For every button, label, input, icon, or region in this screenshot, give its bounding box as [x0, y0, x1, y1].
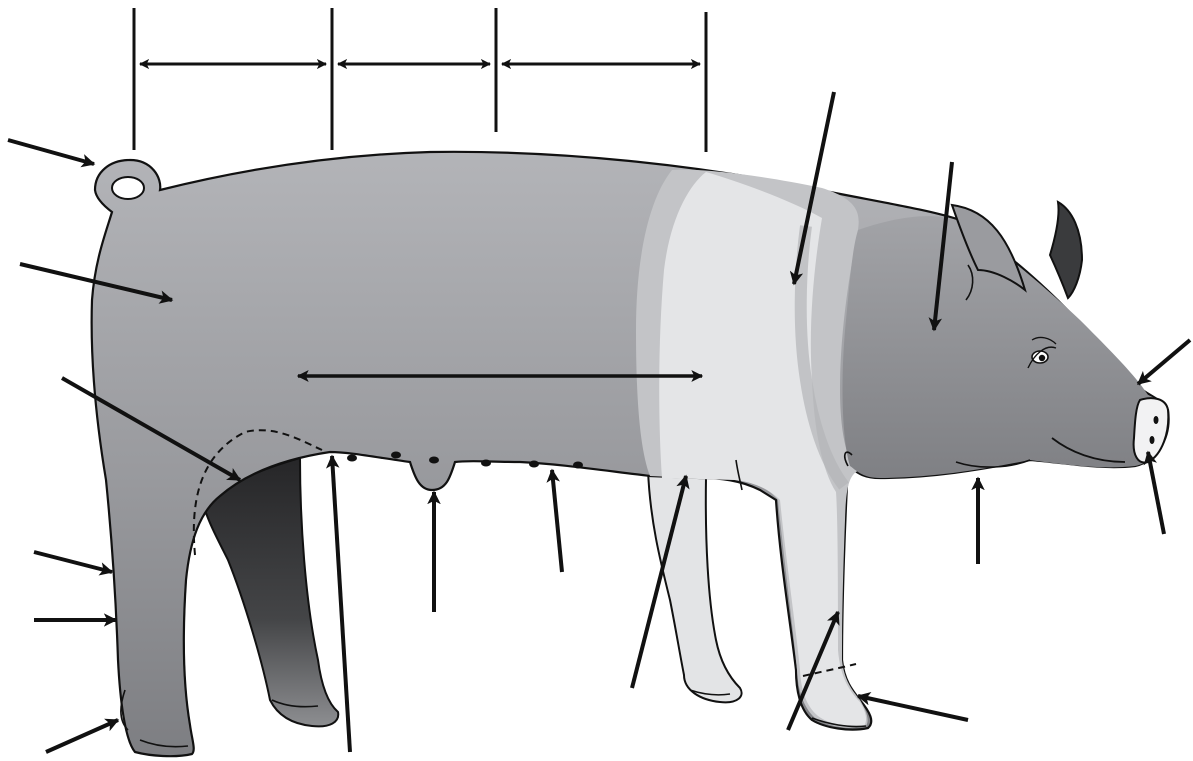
far-front-leg: [648, 470, 742, 702]
white-belt: [636, 170, 868, 728]
top-dimension-lines: [134, 8, 706, 152]
pig-head: [843, 202, 1169, 478]
far-hind-leg: [205, 458, 338, 726]
